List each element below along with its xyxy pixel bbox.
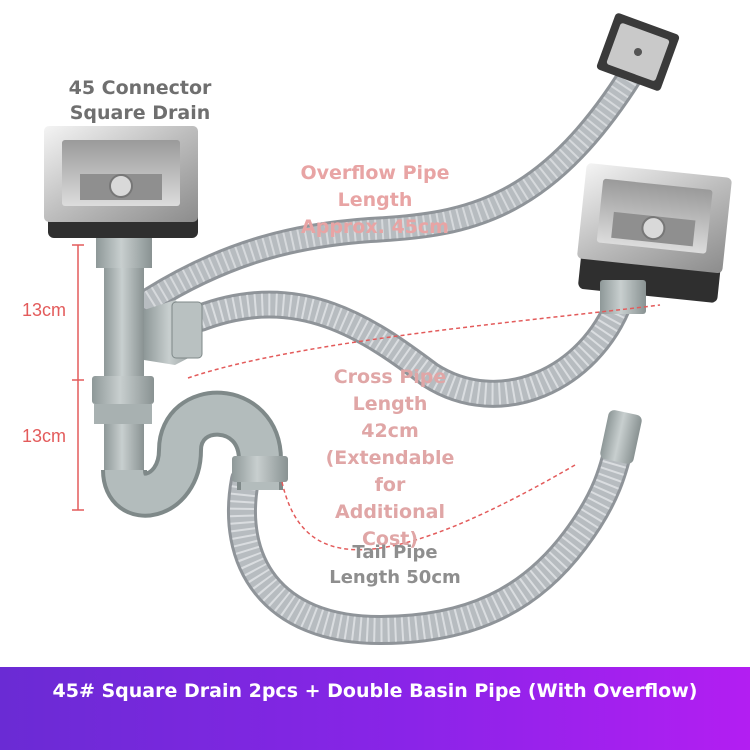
overflow-pipe-label: Overflow Pipe Length Approx. 45cm bbox=[270, 160, 480, 241]
cross-label-line: for bbox=[374, 474, 406, 496]
cross-label-line: Additional bbox=[335, 501, 445, 523]
product-title-banner bbox=[0, 667, 750, 750]
tail-pipe bbox=[227, 410, 642, 646]
connector-drain-label: 45 Connector Square Drain bbox=[40, 76, 240, 126]
connector-label-line: Square Drain bbox=[69, 102, 211, 124]
overflow-cap bbox=[596, 13, 680, 91]
cross-label-line: (Extendable bbox=[325, 447, 455, 469]
cross-pipe bbox=[186, 286, 634, 408]
dimension-label-lower: 13cm bbox=[22, 426, 67, 446]
tail-pipe-label: Tail Pipe Length 50cm bbox=[300, 540, 490, 590]
cross-label-line: Cross Pipe bbox=[333, 366, 447, 388]
cross-pipe-label: Cross Pipe Length 42cm (Extendable for A… bbox=[300, 364, 480, 553]
cross-label-line: Cost) bbox=[361, 528, 419, 550]
overflow-pipe bbox=[137, 47, 653, 313]
dimension-label-upper: 13cm bbox=[22, 300, 67, 320]
drain-kit-illustration bbox=[44, 13, 732, 646]
connector-label-line: 45 Connector bbox=[68, 77, 212, 99]
p-trap bbox=[101, 390, 288, 518]
left-square-drain bbox=[44, 126, 198, 238]
overflow-label-line: Overflow Pipe bbox=[300, 162, 450, 184]
product-title: 45# Square Drain 2pcs + Double Basin Pip… bbox=[52, 680, 698, 702]
dimension-lines bbox=[72, 244, 661, 551]
drain-tee-body bbox=[92, 238, 203, 474]
overflow-label-line: Length bbox=[337, 189, 413, 211]
cross-label-line: 42cm bbox=[361, 420, 419, 442]
overflow-label-line: Approx. 45cm bbox=[301, 216, 449, 238]
cross-label-line: Length bbox=[352, 393, 428, 415]
tail-label-line: Tail Pipe bbox=[352, 542, 438, 563]
tail-label-line: Length 50cm bbox=[329, 567, 461, 588]
right-square-drain bbox=[577, 163, 732, 314]
